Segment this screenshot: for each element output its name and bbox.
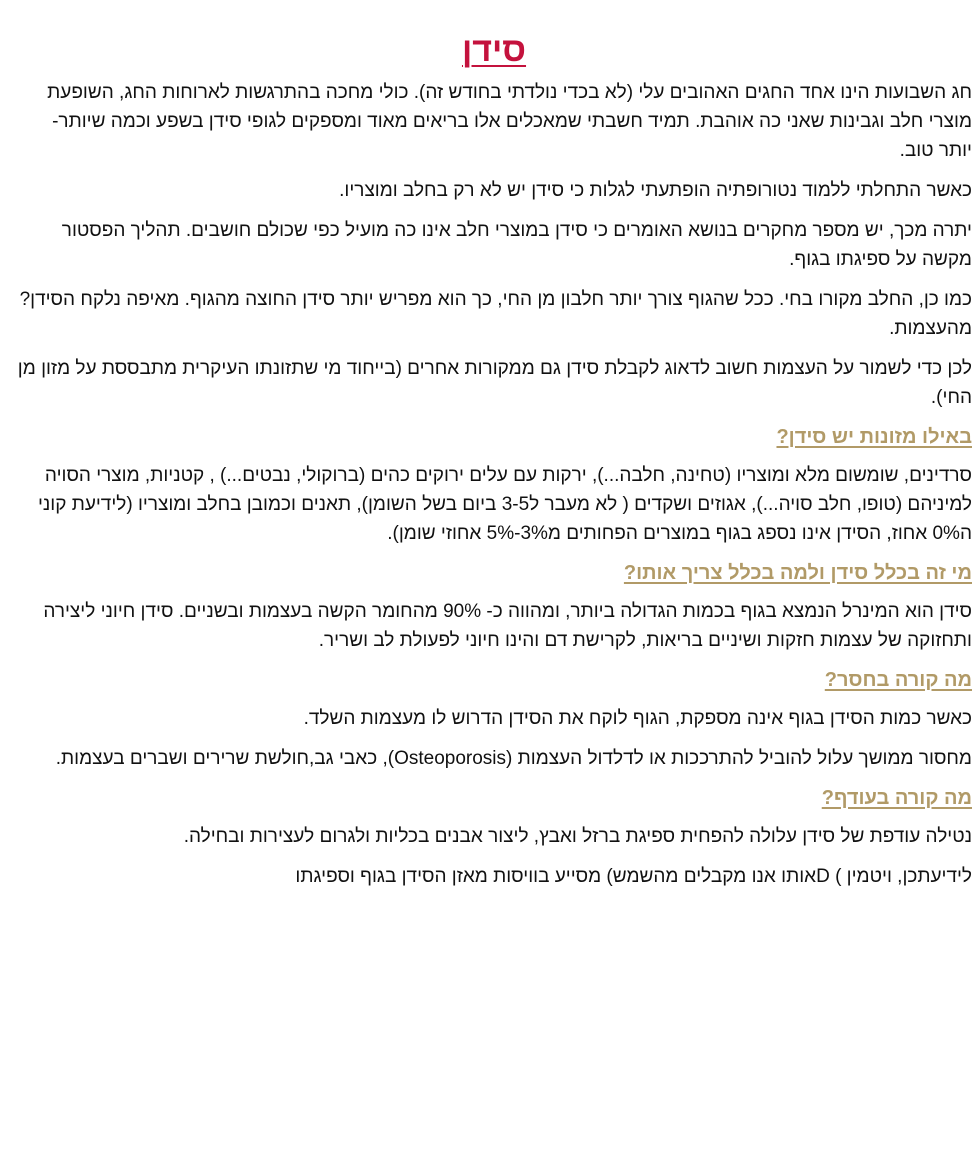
what-paragraph: סידן הוא המינרל הנמצא בגוף בכמות הגדולה … [43,601,972,651]
excess-paragraph-2: לידיעתכן, ויטמין ) Dאותו אנו מקבלים מהשמ… [295,866,972,887]
excess-paragraph-1: נטילה עודפת של סידן עלולה להפחית ספיגת ב… [183,826,972,847]
deficiency-paragraph-2: מחסור ממושך עלול להוביל להתרככות או לדלד… [55,748,972,769]
deficiency-paragraph-1: כאשר כמות הסידן בגוף אינה מספקת, הגוף לו… [303,708,972,729]
intro-paragraph-4: כמו כן, החלב מקורו בחי. ככל שהגוף צורך י… [19,289,972,339]
intro-paragraph-3: יתרה מכך, יש מספר מחקרים בנושא האומרים כ… [61,220,972,270]
intro-paragraph-2: כאשר התחלתי ללמוד נטורופתיה הופתעתי לגלו… [339,180,972,201]
intro-paragraph-1: חג השבועות הינו אחד החגים האהובים עלי (ל… [47,82,972,161]
section-heading-excess: מה קורה בעודף? [821,787,972,809]
intro-paragraph-5: לכן כדי לשמור על העצמות חשוב לדאוג לקבלת… [17,358,972,408]
sources-paragraph: סרדינים, שומשום מלא ומוצריו (טחינה, חלבה… [37,465,972,544]
section-heading-what: מי זה בכלל סידן ולמה בכלל צריך אותו? [623,562,972,584]
page-title: סידן [461,31,527,69]
section-heading-deficiency: מה קורה בחסר? [824,669,972,691]
section-heading-sources: באילו מזונות יש סידן? [776,426,972,448]
